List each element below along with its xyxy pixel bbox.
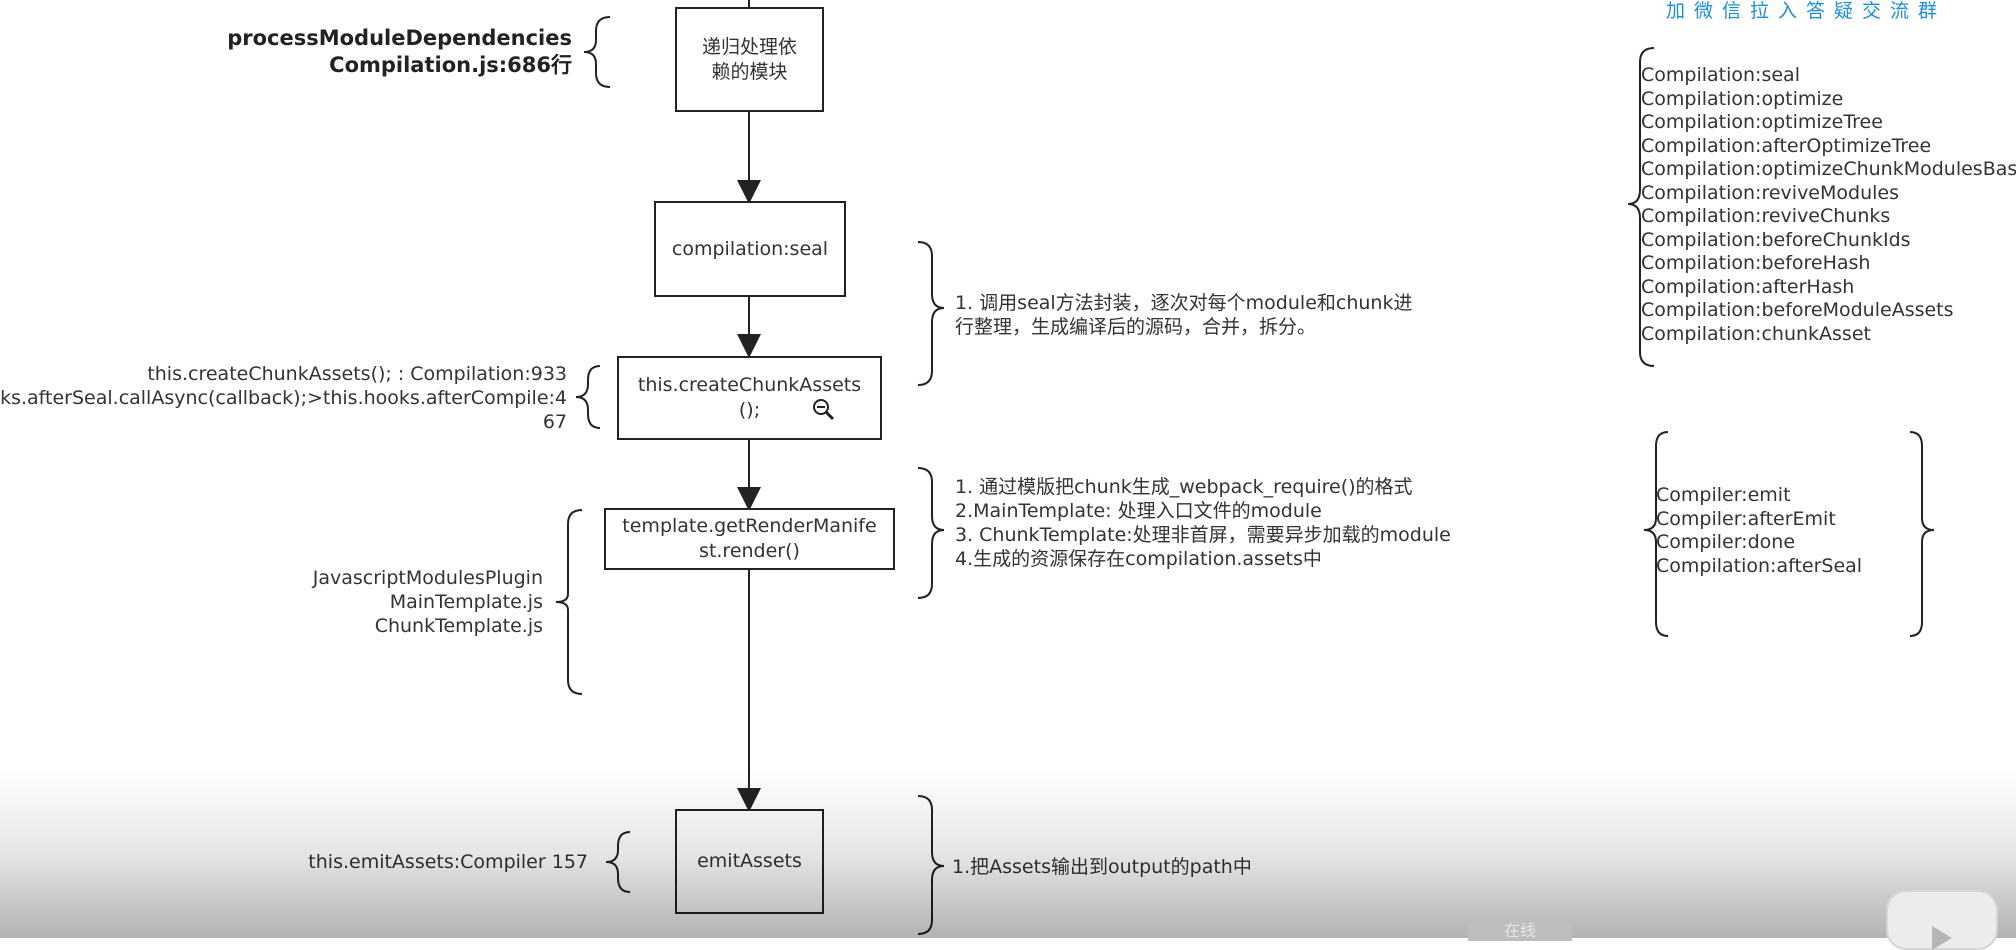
brace-seal-desc xyxy=(917,241,945,386)
hook-item: Compilation:beforeModuleAssets xyxy=(1641,299,1954,321)
brace-plugins xyxy=(555,509,583,695)
note-create-chunk-line3: 67 xyxy=(542,411,567,433)
hook-item: Compilation:optimizeTree xyxy=(1641,111,1883,133)
hook-item: Compilation:seal xyxy=(1641,64,1800,86)
brace-compilation-hooks xyxy=(1627,47,1655,367)
box-create-chunk-assets: this.createChunkAssets(); xyxy=(617,356,882,440)
hook-item: Compilation:reviveModules xyxy=(1641,181,1899,204)
desc-template-line1: 1. 通过模版把chunk生成_webpack_require()的格式 xyxy=(955,476,1413,498)
note-process-deps-line1: processModuleDependencies xyxy=(227,26,572,50)
note-plugin-chunk-template: ChunkTemplate.js xyxy=(374,615,543,637)
brace-compiler-hooks-right xyxy=(1909,431,1935,637)
brace-process-deps xyxy=(583,16,611,88)
brace-compiler-hooks-left xyxy=(1643,431,1669,637)
brace-template-desc xyxy=(917,467,945,599)
play-icon xyxy=(1932,926,1952,950)
hook-item: Compilation:afterOptimizeTree xyxy=(1641,134,1932,157)
hook-item: Compilation:optimizeChunkModulesBasic xyxy=(1641,158,2016,180)
player-logo[interactable] xyxy=(1886,890,1998,950)
hook-item: Compilation:reviveChunks xyxy=(1641,205,1891,227)
hook-item: Compiler:done xyxy=(1656,531,1796,553)
hook-item: Compiler:emit xyxy=(1656,484,1791,506)
brace-emit-desc xyxy=(917,795,945,935)
magnifier-zoom-out-icon xyxy=(812,398,836,426)
desc-template-line2: 2.MainTemplate: 处理入口文件的module xyxy=(955,500,1322,522)
box-compilation-seal: compilation:seal xyxy=(654,201,846,297)
hook-item: Compilation:optimize xyxy=(1641,87,1844,110)
note-process-deps-line2: Compilation.js:686行 xyxy=(329,53,572,77)
compiler-hooks-list: Compiler:emit Compiler:afterEmit Compile… xyxy=(1656,484,1862,578)
desc-emit-line1: 1.把Assets输出到output的path中 xyxy=(952,856,1252,878)
note-create-chunk-line2: hooks.afterSeal.callAsync(callback);>thi… xyxy=(0,387,567,409)
compilation-hooks-list: Compilation:seal Compilation:optimize Co… xyxy=(1641,64,2016,346)
hook-item: Compilation:beforeHash xyxy=(1641,252,1871,274)
brace-emit-ref xyxy=(605,831,631,893)
hook-item: Compilation:afterSeal xyxy=(1656,554,1863,577)
brace-create-chunk xyxy=(575,365,601,429)
hook-item: Compilation:chunkAsset xyxy=(1641,322,1871,345)
desc-seal-line2: 行整理，生成编译后的源码，合并，拆分。 xyxy=(955,316,1317,338)
hook-item: Compilation:beforeChunkIds xyxy=(1641,228,1911,251)
note-create-chunk-line1: this.createChunkAssets(); : Compilation:… xyxy=(147,363,567,385)
desc-template-line4: 4.生成的资源保存在compilation.assets中 xyxy=(955,548,1322,570)
hook-item: Compilation:afterHash xyxy=(1641,275,1855,298)
wechat-banner[interactable]: 加微信拉入答疑交流群 xyxy=(1666,0,1947,22)
box-render-manifest: template.getRenderManifest.render() xyxy=(604,508,895,570)
note-plugin-main-template: MainTemplate.js xyxy=(389,591,543,613)
hook-item: Compiler:afterEmit xyxy=(1656,507,1836,530)
note-plugin-js-modules: JavascriptModulesPlugin xyxy=(312,567,543,589)
note-emit-ref: this.emitAssets:Compiler 157 xyxy=(308,851,588,873)
player-badge[interactable]: 在线 xyxy=(1468,921,1572,941)
box-recursive-modules: 递归处理依赖的模块 xyxy=(675,7,824,112)
box-emit-assets: emitAssets xyxy=(675,809,824,914)
desc-seal-line1: 1. 调用seal方法封装，逐次对每个module和chunk进 xyxy=(955,292,1413,314)
desc-template-line3: 3. ChunkTemplate:处理非首屏，需要异步加载的module xyxy=(955,524,1451,546)
